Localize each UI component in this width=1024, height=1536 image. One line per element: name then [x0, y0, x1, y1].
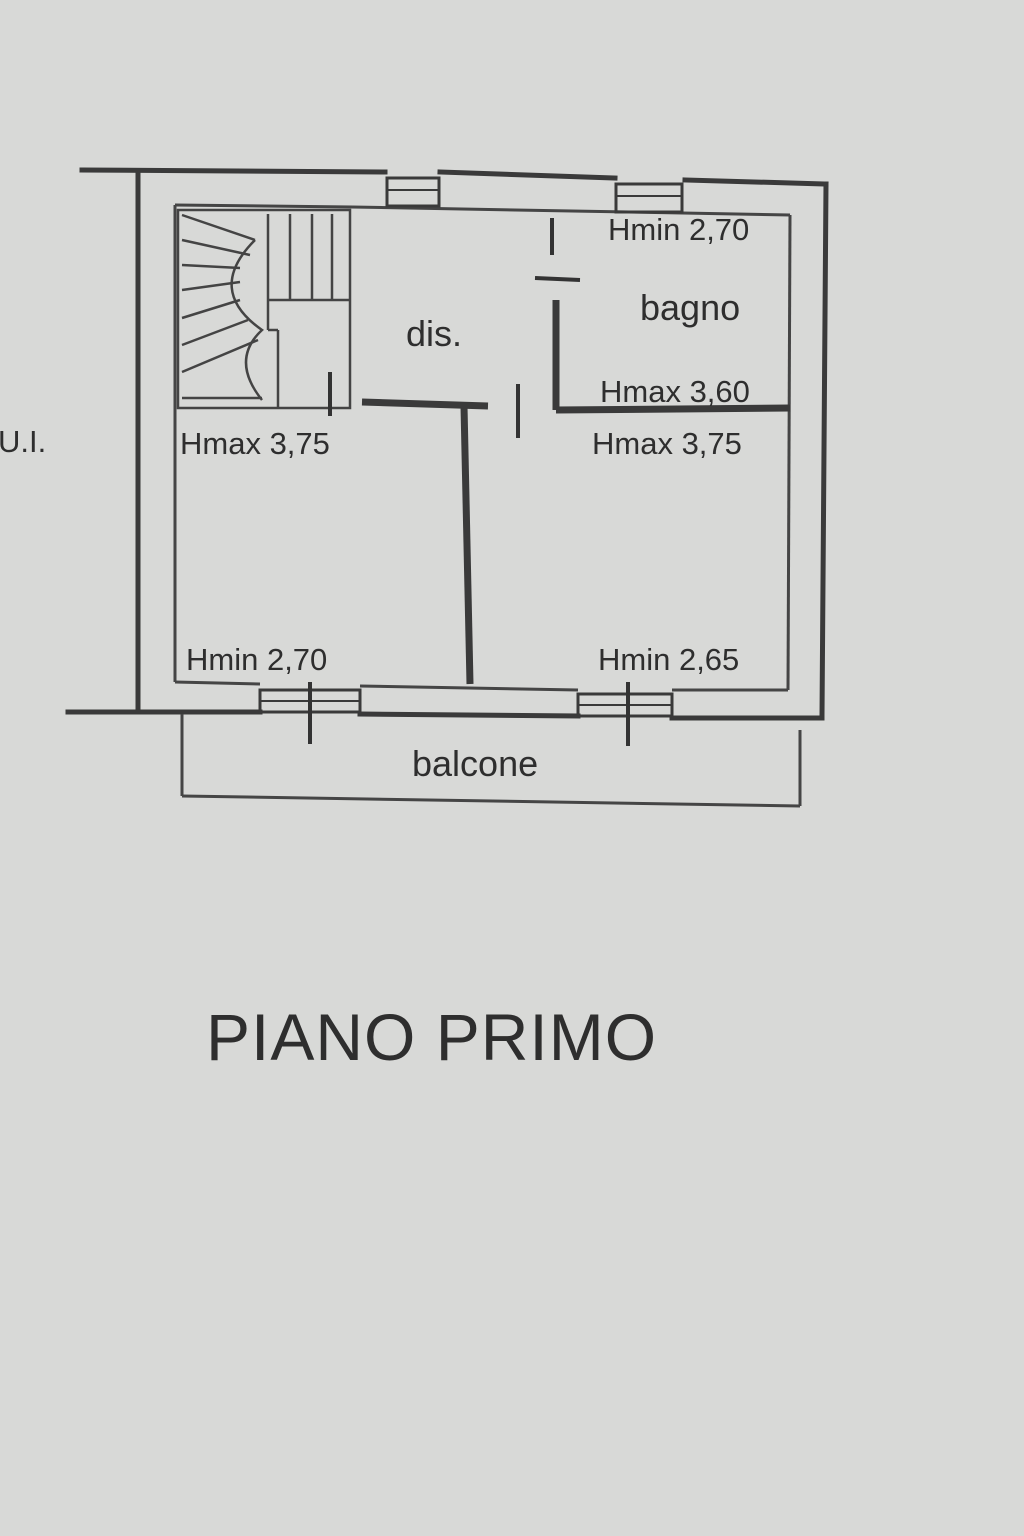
top-window-left [385, 176, 441, 208]
top-window-right [614, 182, 684, 214]
inner-walls [173, 203, 792, 692]
bottom-window-left [258, 682, 362, 744]
room-label-bagno: bagno [640, 287, 740, 328]
height-label-left-max: Hmax 3,75 [180, 426, 330, 461]
outer-walls [65, 167, 829, 721]
height-label-bagno-min: Hmin 2,70 [608, 212, 749, 247]
plan-title: PIANO PRIMO [206, 1000, 657, 1074]
room-label-dis: dis. [406, 313, 462, 354]
height-label-bagno-max: Hmax 3,60 [600, 374, 750, 409]
staircase [176, 208, 352, 410]
partitions [328, 218, 791, 685]
side-label: U.I. [0, 424, 46, 459]
bottom-window-right [576, 682, 674, 746]
room-label-balcone: balcone [412, 743, 538, 784]
height-label-right-max: Hmax 3,75 [592, 426, 742, 461]
height-label-left-min: Hmin 2,70 [186, 642, 327, 677]
height-label-right-min: Hmin 2,65 [598, 642, 739, 677]
balcony [180, 714, 802, 808]
